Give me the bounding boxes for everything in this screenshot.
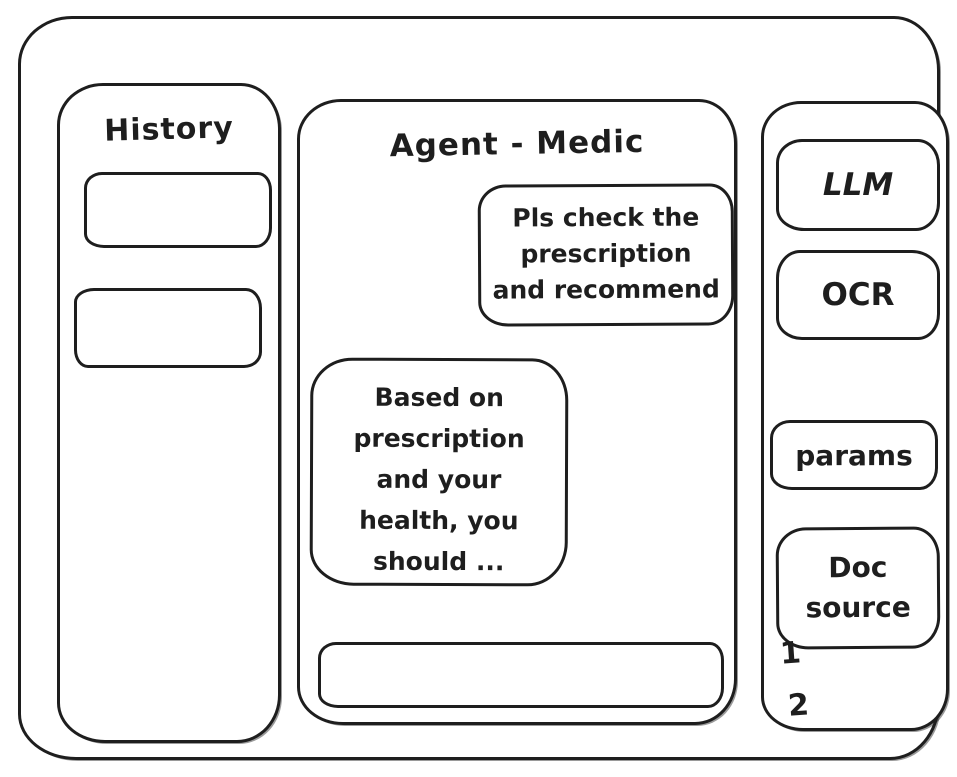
history-panel: History [57,83,281,743]
history-title: History [103,110,235,149]
doc-source-button[interactable]: Doc source [775,526,941,650]
message-line: Pls check the [512,202,700,233]
message-line: prescription [353,423,525,454]
ocr-button[interactable]: OCR [776,250,940,340]
doc-source-item-number: 1 [778,635,803,672]
message-line: and your [376,464,502,495]
message-line: and recommend [492,274,720,305]
message-line: prescription [520,238,692,269]
tools-panel: LLM OCR params Doc source 1 2 [761,101,949,731]
message-line: Based on [374,382,504,413]
user-message-bubble: Pls check the prescription and recommend [477,183,735,327]
history-item[interactable] [84,172,272,248]
chat-input[interactable] [318,642,724,708]
history-item[interactable] [74,288,262,368]
doc-source-label-line: source [805,590,911,625]
message-line: should ... [372,546,505,577]
params-button[interactable]: params [770,420,938,490]
app-window-frame: History Agent - Medic Pls check the pres… [18,16,949,760]
doc-source-item-number: 2 [786,687,811,724]
chat-title: Agent - Medic [389,123,645,165]
doc-source-label-line: Doc [828,550,888,585]
chat-panel: Agent - Medic Pls check the prescription… [297,99,737,725]
llm-button[interactable]: LLM [776,139,940,231]
message-line: health, you [359,505,519,536]
assistant-message-bubble: Based on prescription and your health, y… [309,357,569,587]
